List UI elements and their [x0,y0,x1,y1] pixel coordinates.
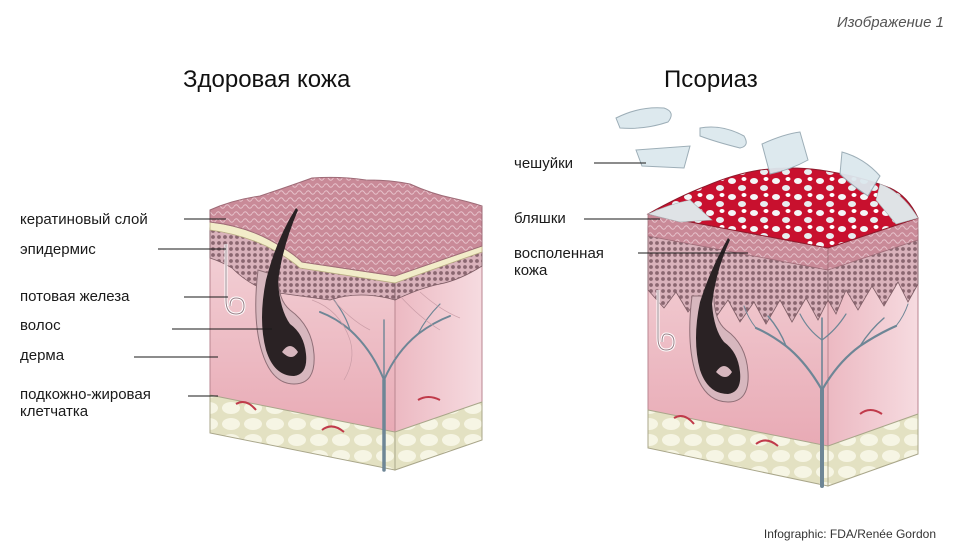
psoriasis-skin-block [615,107,919,488]
fat-vessels [235,396,441,433]
image-credit: Infographic: FDA/Renée Gordon [763,527,936,541]
figure-label: Изображение 1 [836,14,944,31]
label-inflamed-skin: восполенная кожа [514,245,604,279]
label-scales: чешуйки [514,155,574,172]
title-healthy-skin: Здоровая кожа [183,66,351,93]
healthy-skin-block [209,176,483,472]
hair-shaft [696,238,741,394]
fat-vessels [673,409,883,447]
label-subcutaneous-fat: подкожно-жировая клетчатка [20,386,151,420]
label-keratin-layer: кератиновый слой [20,211,148,228]
scales [615,107,881,197]
blood-vessels [743,303,909,488]
fat-side [394,401,483,471]
title-psoriasis: Псориаз [664,66,758,93]
label-dermis: дерма [20,347,65,364]
hair-shaft [262,208,307,376]
label-sweat-gland: потовая железа [20,288,130,305]
label-plaques: бляшки [514,210,566,227]
plaque-surface [646,167,919,249]
epidermis-side [394,249,483,301]
label-epidermis: эпидермис [20,241,96,258]
thick-epidermis-side [827,229,919,315]
leader-lines [134,162,748,397]
fat-side [827,413,919,487]
blood-vessels [319,299,451,472]
nerve-lines [311,291,461,381]
label-hair: волос [20,317,61,334]
